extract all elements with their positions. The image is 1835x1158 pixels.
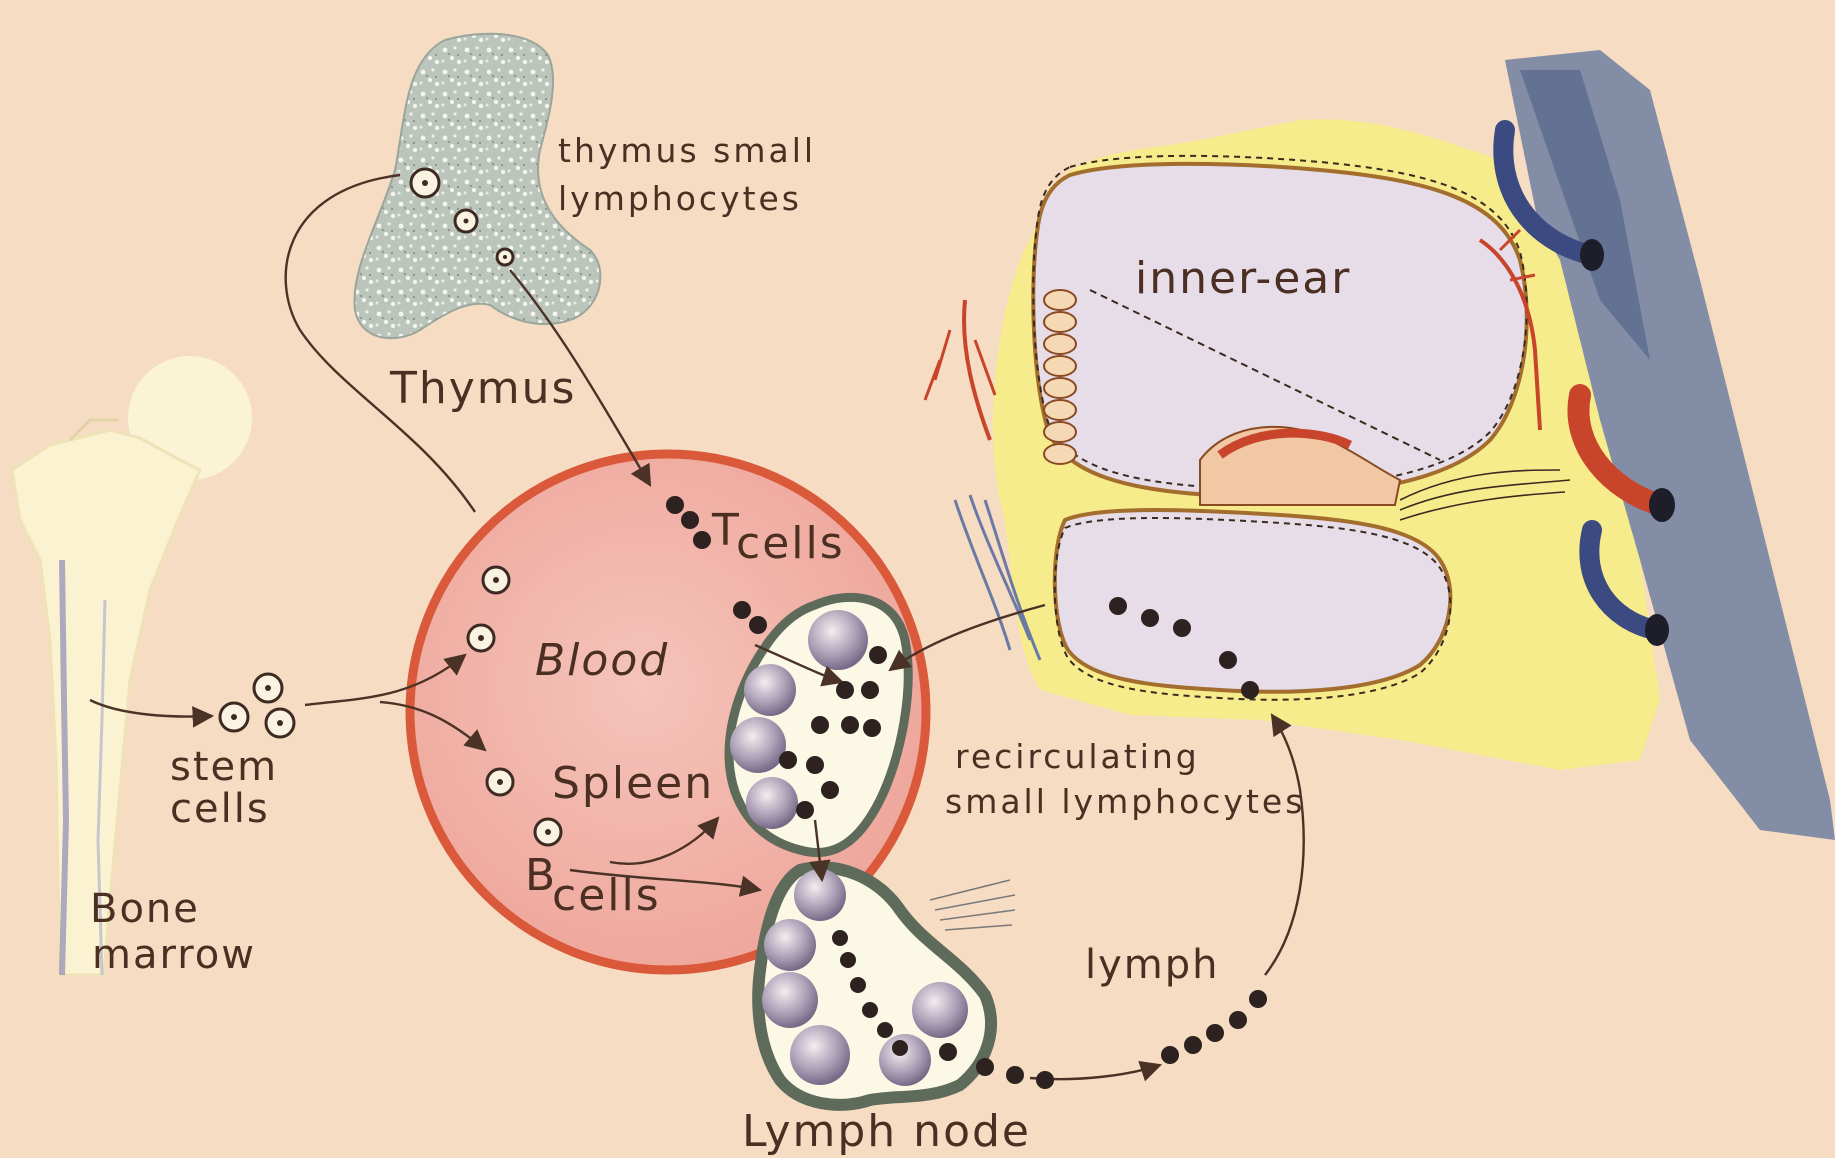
label-lymph: lymph	[1085, 942, 1220, 988]
arrow-lymph-to-ear	[1265, 715, 1304, 975]
label-recirculating-small-lymphocytes: small lymphocytes	[945, 782, 1305, 821]
label-t-cells: cells	[736, 518, 845, 569]
label-stem-cells: cells	[170, 786, 270, 832]
label-thymus: Thymus	[389, 363, 576, 414]
label-spleen: Spleen	[552, 758, 714, 809]
label-thymus-small-lymphocytes: lymphocytes	[558, 179, 802, 218]
label-stem: stem	[170, 744, 278, 790]
inner-ear-illustration	[925, 50, 1835, 840]
bone-marrow-illustration	[12, 356, 252, 975]
label-thymus-small: thymus small	[558, 131, 816, 170]
label-blood: Blood	[535, 635, 669, 686]
label-b-cells: cells	[552, 870, 661, 921]
label-marrow: marrow	[92, 932, 256, 978]
label-recirculating: recirculating	[955, 737, 1200, 776]
label-bone: Bone	[90, 886, 200, 932]
label-lymph-node: Lymph node	[742, 1106, 1031, 1157]
label-inner-ear: inner-ear	[1135, 253, 1351, 304]
stem-cells	[220, 674, 294, 737]
